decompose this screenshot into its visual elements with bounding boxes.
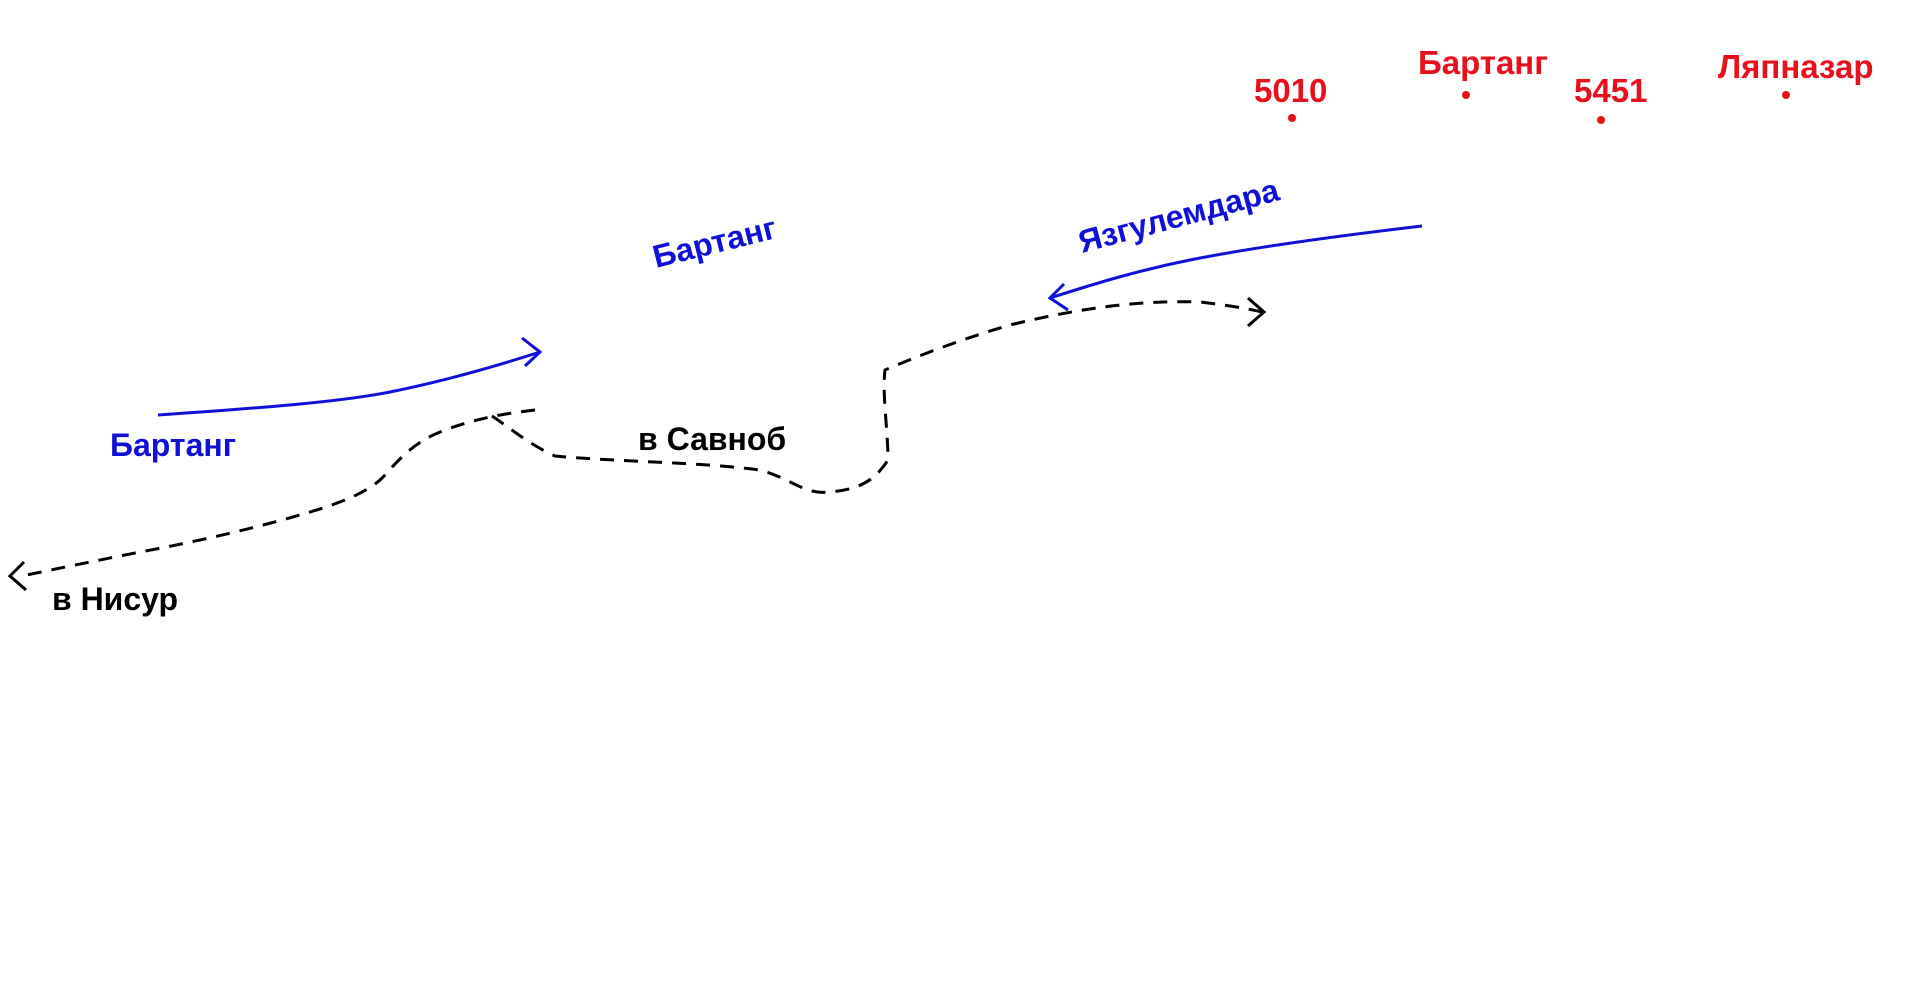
- river-yazgulemdara-line: [1049, 224, 1423, 300]
- road-to-savnob-line: [491, 300, 1263, 494]
- river-yazgulemdara-arrowhead: [1047, 282, 1069, 312]
- peak-5451-marker: [1597, 116, 1605, 124]
- peak-bartang-label: Бартанг: [1418, 44, 1548, 81]
- river-bartang-lower-arrowhead: [521, 336, 543, 368]
- peak-lyapnazar-label: Ляпназар: [1718, 48, 1874, 85]
- peak-5010-marker: [1288, 114, 1296, 122]
- river-yazgulemdara-label: Язгулемдара: [1074, 172, 1283, 260]
- road-to-nisur-arrowhead: [7, 560, 27, 592]
- road-to-savnob-label: в Савноб: [638, 421, 786, 457]
- road-to-savnob-arrowhead: [1247, 296, 1267, 328]
- peak-lyapnazar-marker: [1782, 91, 1790, 99]
- peak-bartang-marker: [1462, 91, 1470, 99]
- road-to-nisur-line: [21, 408, 536, 578]
- river-bartang-middle-label: Бартанг: [649, 209, 780, 274]
- river-bartang-lower-line: [157, 350, 541, 417]
- road-to-nisur-label: в Нисур: [52, 581, 178, 617]
- river-bartang-lower-label: Бартанг: [110, 427, 236, 463]
- peak-5010-label: 5010: [1254, 72, 1327, 109]
- peak-5451-label: 5451: [1574, 72, 1647, 109]
